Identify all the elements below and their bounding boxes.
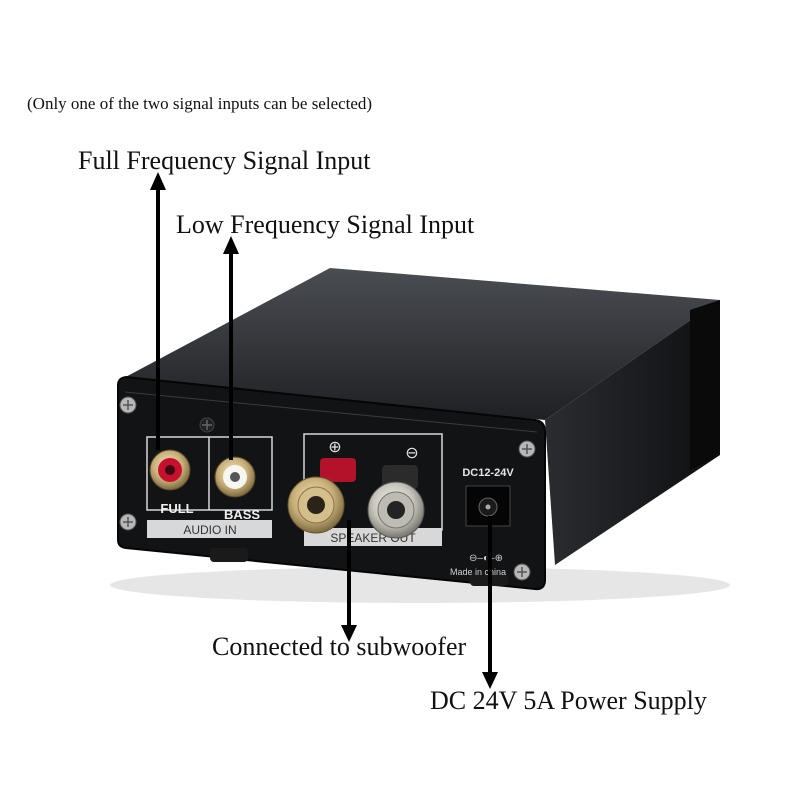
made-in-label: Made in china (450, 567, 506, 577)
plus-icon: ⊕ (328, 439, 341, 456)
full-jack-label: FULL (160, 501, 193, 516)
dc-power-jack[interactable] (465, 485, 511, 527)
positive-binding-post[interactable] (287, 458, 356, 534)
enclosure-top (120, 268, 720, 420)
low-frequency-input-label: Low Frequency Signal Input (176, 210, 475, 239)
shadow (110, 567, 730, 603)
bass-jack-label: BASS (224, 507, 260, 522)
selection-note: (Only one of the two signal inputs can b… (27, 94, 373, 113)
full-frequency-input-label: Full Frequency Signal Input (78, 146, 371, 175)
power-supply-label: DC 24V 5A Power Supply (430, 686, 707, 715)
polarity-symbol: ⊖–◐–⊕ (469, 553, 503, 564)
full-arrow (150, 172, 166, 450)
power-arrow (482, 516, 498, 689)
dc-rating-label: DC12-24V (462, 467, 514, 479)
minus-icon: ⊖ (405, 445, 418, 462)
screw-icon (513, 563, 531, 581)
full-rca-jack[interactable] (149, 449, 191, 491)
screw-icon (119, 513, 137, 531)
audio-in-label: AUDIO IN (183, 523, 236, 537)
screw-icon (518, 440, 536, 458)
subwoofer-arrow (341, 520, 357, 642)
negative-binding-post[interactable] (367, 465, 425, 539)
bass-rca-jack[interactable] (214, 456, 256, 498)
bass-arrow (223, 236, 239, 460)
screw-icon (119, 396, 137, 414)
subwoofer-label: Connected to subwoofer (212, 632, 467, 661)
audio-in-bar (147, 520, 272, 538)
ground-screw-icon (199, 417, 215, 433)
end-cap (690, 300, 720, 470)
foot (210, 548, 248, 562)
enclosure-side (545, 300, 720, 565)
